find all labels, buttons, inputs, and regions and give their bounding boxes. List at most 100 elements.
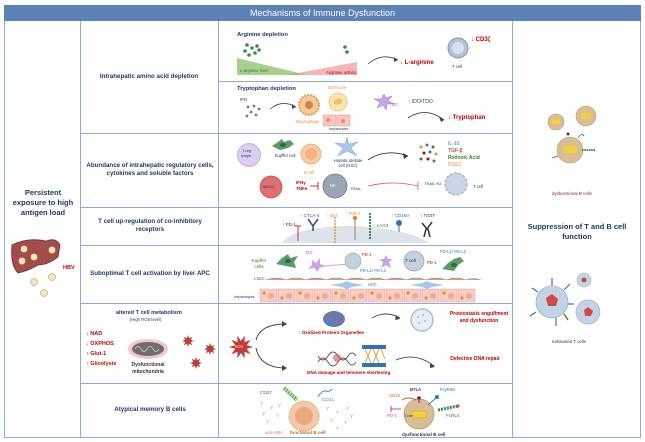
- kupffer-cell-icon: [442, 257, 464, 271]
- hepatocyte-granule: [334, 291, 338, 295]
- telomere-icon: [362, 345, 386, 367]
- antibody-glyph: [275, 413, 280, 418]
- tryptophan-result: ↓ Tryptophan: [448, 115, 486, 121]
- ros-label: ROS: [235, 345, 243, 349]
- monocyte-label: Monocyte: [328, 85, 347, 90]
- cytokine-il10: IL-10: [448, 141, 460, 147]
- antibody-glyph: [345, 406, 350, 411]
- dc-icon: [373, 93, 395, 111]
- hbv-label: HBV: [63, 265, 75, 271]
- macrophage-icon: [298, 94, 320, 116]
- hepatocyte-nucleus: [394, 293, 400, 299]
- receptor-tigit-label: ↑ TIGIT: [420, 213, 436, 218]
- row-divider: [80, 245, 512, 246]
- mitochondria-icon: [128, 339, 168, 359]
- arginase-activity-label: Arginase activity: [326, 70, 357, 75]
- t-cell-label: T cell: [452, 64, 462, 69]
- hepatocyte-nucleus: [286, 293, 292, 299]
- fcrl5-receptor-icon: [437, 404, 460, 412]
- metabolism-title: altered T cell metabolism: [116, 310, 182, 316]
- antibody-glyph: [325, 406, 330, 411]
- ros-star: [204, 343, 216, 355]
- hepatocyte-granule: [352, 296, 356, 300]
- receptor-pd1-label: ↑ PD-1: [282, 222, 297, 227]
- inhibit-icon: [310, 182, 319, 190]
- hsc-label: Hepatic stellate cell (HSC): [333, 158, 363, 168]
- marker-glicolysis: ↑ Glicolysis: [86, 361, 117, 367]
- l-arginine-level-label: L-arginine level: [240, 68, 269, 73]
- receptor-2b4-icon: [334, 217, 336, 243]
- diagram-header: Mechanisms of Immune Dysfunction: [4, 5, 641, 21]
- dysfunctional-b-cells-caption: dysfunctional B cells: [552, 191, 592, 196]
- column-divider: [80, 21, 81, 438]
- cytokine-particles: [419, 143, 438, 163]
- dna-damage-label: DNA damage and telomere shortening: [307, 370, 391, 375]
- macrophage-label: Macrophage: [296, 119, 320, 124]
- fcyr-label: FcγRIIB: [440, 387, 455, 392]
- functional-b-cell-label: functional B cell: [290, 430, 326, 435]
- ros-star: [229, 335, 253, 359]
- hsc-icon: [330, 281, 364, 289]
- trail-label: TRAIL: [350, 186, 362, 191]
- row-label-amino-acid: Intrahepatic amino acid depletion: [99, 72, 199, 80]
- dc-label: DC: [306, 250, 313, 255]
- mdsc-label: MDSC: [263, 184, 275, 189]
- hepatocytes-label: hepatocytes: [329, 127, 349, 131]
- row-label-suboptimal: Suboptimal T cell activation by liver AP…: [90, 269, 210, 277]
- kupffer-cells-label: Kupffer cells: [251, 258, 267, 269]
- hepatocyte-granule: [388, 296, 392, 300]
- receptor-tigit-icon: [421, 221, 433, 238]
- lsec-label: LSEC: [254, 276, 265, 281]
- exhausted-t-cells-icon: [529, 272, 601, 326]
- hsc-icon: [410, 281, 444, 289]
- hepatocyte-granule: [298, 291, 302, 295]
- apoptotic-t-cell-icon: [444, 172, 468, 196]
- receptor-ctla4-icon: [307, 218, 319, 231]
- ros-star: [182, 335, 194, 347]
- mdsc-icon: [259, 175, 283, 199]
- dysfunctional-b-cell-label: dysfunctional B cell: [402, 432, 446, 437]
- antibody-particles: [259, 401, 282, 424]
- mitochondria-label: Dysfunctional mitochondria: [131, 362, 165, 375]
- column-divider: [512, 21, 513, 438]
- antibody-glyph: [261, 411, 266, 416]
- marker-glut1: ↑ Glut-1: [86, 351, 107, 357]
- receptor-ctla4-label: ↑ CTLA-4: [300, 213, 320, 218]
- arginine-level-chart: [237, 43, 357, 75]
- hepatocyte-granule: [424, 296, 428, 300]
- table-frame: [4, 21, 641, 438]
- hepatocyte-nucleus: [340, 293, 346, 299]
- treg-label: T-reg lymph.: [241, 149, 253, 158]
- proteostasis-label: Proteostasis engulfment and dysfunction: [449, 311, 509, 324]
- receptor-tim3-label: ↑ TIM-3: [345, 211, 361, 216]
- row-divider: [218, 81, 512, 82]
- dna-damage-icon: [317, 351, 357, 367]
- pdl-label-b: PD-L1/ PD-L2: [440, 249, 467, 254]
- tnf-alpha-label: TNFα: [296, 186, 308, 191]
- right-title: Suppression of T and B cell function: [527, 221, 627, 241]
- b-cell-icon: [300, 143, 322, 165]
- hepatocyte-nucleus: [358, 293, 364, 299]
- trail-r2-label: TRAIL R2: [424, 181, 442, 186]
- anti-hbs-label: anti-HBs: [265, 430, 283, 435]
- oxidized-protein-label: ↑ Oxidized Protein/ Organelles: [298, 330, 365, 335]
- hepatocyte-nucleus: [376, 293, 382, 299]
- hepatocyte-granule: [262, 291, 266, 295]
- dna-repair-label: Defective DNA repair: [450, 356, 500, 362]
- monocyte-icon: [328, 92, 348, 112]
- kupffer-cell-icon: [272, 139, 294, 150]
- dc-icon: [379, 255, 393, 268]
- row-divider: [80, 303, 512, 304]
- hepatocyte-nucleus: [412, 293, 418, 299]
- hsc-icon: [334, 136, 359, 157]
- antibody-glyph: [329, 418, 334, 423]
- dc-label: DC: [392, 102, 399, 107]
- ros-burst-icon: [229, 335, 253, 359]
- lsec-layer: [265, 277, 482, 281]
- cd27-label: CD27: [260, 390, 272, 395]
- cd21-label: CD21: [322, 397, 334, 402]
- kupffer-label: Kupffer cell: [274, 153, 296, 158]
- oxidized-protein-icon: [323, 311, 345, 327]
- hepatocyte-granule: [316, 296, 320, 300]
- arrow-icon: [367, 56, 399, 65]
